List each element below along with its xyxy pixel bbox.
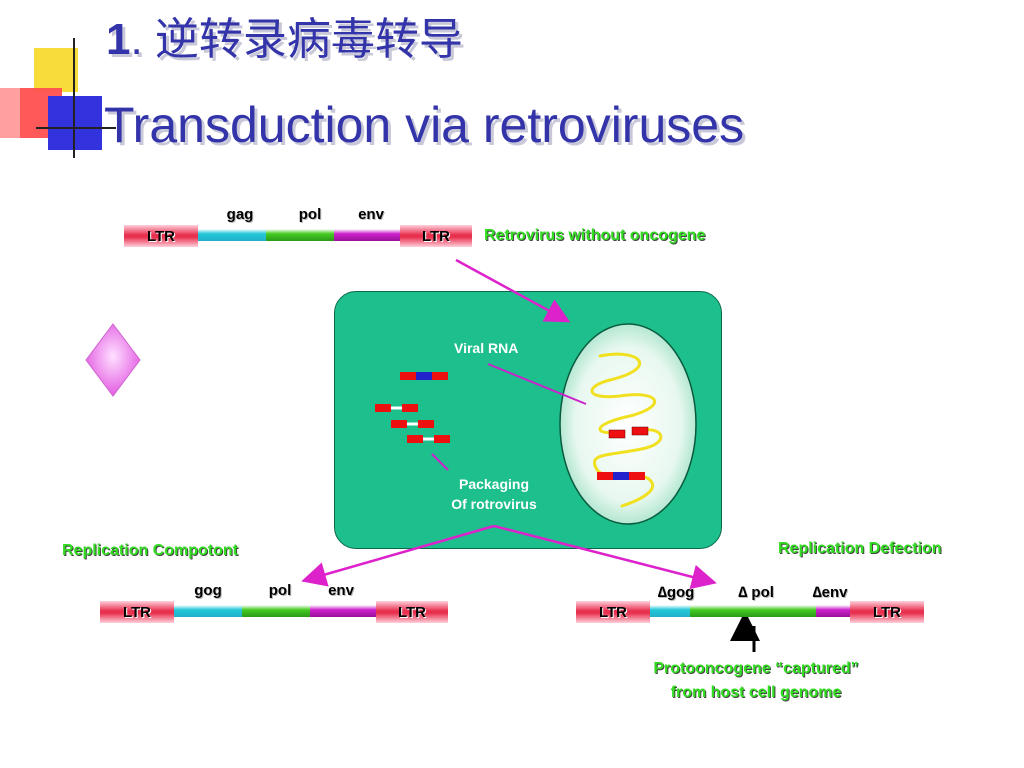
to-competent-arrow: [301, 524, 495, 587]
right-heading: Replication Defection: [778, 540, 942, 557]
capture-note-line1: Protooncogene “captured”: [653, 660, 859, 677]
cytoplasm-rna-4: [407, 435, 450, 443]
packaging-label-line2: Of rotrovirus: [451, 496, 537, 512]
top-ltr-left: LTR: [124, 225, 198, 247]
left-gene-env: env: [328, 582, 354, 599]
slide-title-english: Transduction via retroviruses: [104, 97, 745, 153]
left-pol-segment: [242, 605, 310, 617]
top-caption: Retrovirus without oncogene: [484, 227, 706, 244]
slide-title-chinese: 1. 逆转录病毒转导: [106, 14, 463, 66]
left-gene-gog: gog: [194, 582, 222, 599]
top-gag-segment: [198, 229, 266, 241]
left-ltr-right: LTR: [376, 601, 448, 623]
cytoplasm-rna-1: [400, 372, 448, 380]
corner-decoration: [0, 30, 120, 160]
top-gene-env: env: [358, 206, 384, 223]
title-chinese-text: . 逆转录病毒转导: [130, 15, 463, 64]
top-gene-pol: pol: [298, 206, 322, 223]
right-env-segment: [816, 605, 850, 617]
left-ltr-left: LTR: [100, 601, 174, 623]
capture-note: Protooncogene “captured” from host cell …: [628, 657, 884, 705]
cytoplasm-rna-2: [375, 404, 418, 412]
nucleus: [559, 323, 697, 525]
right-gene-env: ∆env: [812, 584, 848, 601]
right-ltr-left: LTR: [576, 601, 650, 623]
integrated-rna-1: [608, 426, 649, 439]
top-ltr-right: LTR: [400, 225, 472, 247]
packaging-label-line1: Packaging: [458, 476, 530, 492]
left-heading: Replication Compotont: [62, 542, 238, 559]
right-gene-gog: ∆gog: [657, 584, 695, 601]
diamond-bullet: [84, 322, 142, 398]
integrated-rna-2: [597, 472, 645, 480]
packaging-label: Packaging Of rotrovirus: [436, 474, 552, 514]
host-dna-strand: [590, 352, 663, 508]
cytoplasm-rna-3: [391, 420, 434, 428]
packaging-pointer: [431, 453, 449, 471]
top-env-segment: [334, 229, 400, 241]
left-env-segment: [310, 605, 376, 617]
right-ltr-right: LTR: [850, 601, 924, 623]
capture-note-line2: from host cell genome: [670, 684, 842, 701]
viral-rna-label: Viral RNA: [454, 340, 519, 356]
infection-arrow: [455, 258, 571, 323]
title-number: 1: [106, 15, 131, 64]
viral-rna-pointer: [487, 363, 587, 405]
right-gag-segment: [650, 605, 690, 617]
top-pol-segment: [266, 229, 334, 241]
right-gene-pol: ∆ pol: [738, 584, 774, 601]
left-gene-pol: pol: [268, 582, 292, 599]
right-pol-segment: [690, 605, 816, 617]
left-gag-segment: [174, 605, 242, 617]
top-gene-gag: gag: [226, 206, 254, 223]
to-defective-arrow: [493, 524, 717, 590]
